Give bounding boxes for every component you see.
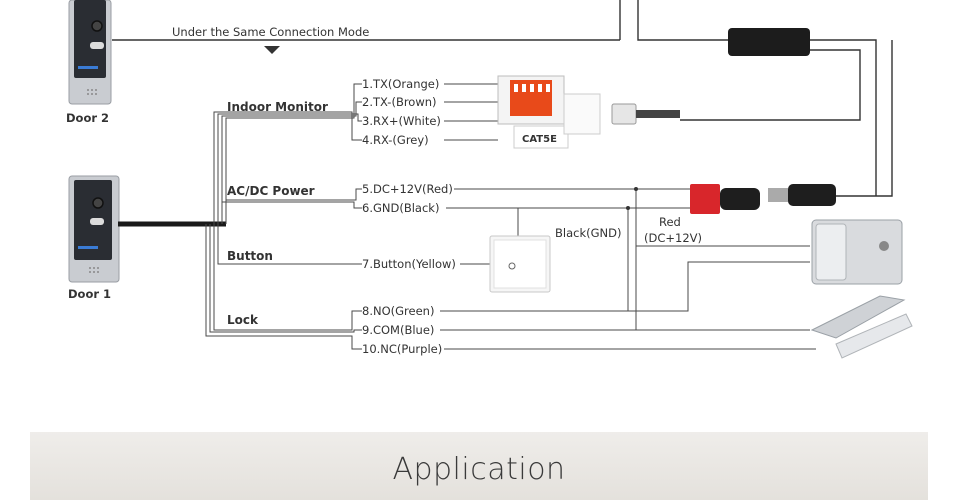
cat5e-label: CAT5E (522, 134, 557, 145)
group-label-indoor-monitor: Indoor Monitor (227, 100, 328, 114)
wire-bundle (205, 83, 362, 350)
wire-label-8: 8.NO(Green) (362, 304, 434, 318)
door-1-label: Door 1 (68, 287, 111, 301)
arrow-down-icon (264, 46, 280, 54)
wire-label-1: 1.TX(Orange) (362, 77, 439, 91)
electric-lock-icon (811, 219, 903, 285)
top-cables (112, 0, 877, 196)
dc-jack-icon (690, 184, 760, 214)
wire-label-9: 9.COM(Blue) (362, 323, 434, 337)
top-note: Under the Same Connection Mode (172, 25, 369, 39)
footer-band (30, 432, 928, 500)
rj45-plug-icon (611, 103, 680, 125)
wire-label-10: 10.NC(Purple) (362, 342, 442, 356)
black-gnd-label: Black(GND) (555, 226, 621, 240)
junction-dot (626, 206, 630, 210)
wire-label-5: 5.DC+12V(Red) (362, 182, 453, 196)
cat5e-jack-icon (497, 75, 601, 149)
group-label-lock: Lock (227, 313, 259, 327)
power-wires (440, 188, 816, 350)
door-2-panel-icon (68, 0, 112, 105)
wire-label-2: 2.TX-(Brown) (362, 95, 437, 109)
wire-label-6: 6.GND(Black) (362, 201, 439, 215)
power-adapter-icon (728, 28, 810, 56)
wire-label-3: 3.RX+(White) (362, 114, 441, 128)
door-1-panel-icon (68, 175, 120, 283)
red-sub-label: (DC+12V) (644, 231, 702, 245)
magnetic-lock-icon (810, 295, 913, 359)
group-label-ac-dc-power: AC/DC Power (227, 184, 315, 198)
connector-leads (444, 83, 498, 141)
door-2-label: Door 2 (66, 111, 109, 125)
wire-label-7: 7.Button(Yellow) (362, 257, 456, 271)
red-label: Red (659, 215, 681, 229)
dc-plug-icon (768, 40, 893, 206)
group-label-button: Button (227, 249, 273, 263)
wire-label-4: 4.RX-(Grey) (362, 133, 429, 147)
exit-button-icon (489, 235, 551, 293)
junction-dot (634, 187, 638, 191)
footer-title: Application (392, 452, 566, 487)
